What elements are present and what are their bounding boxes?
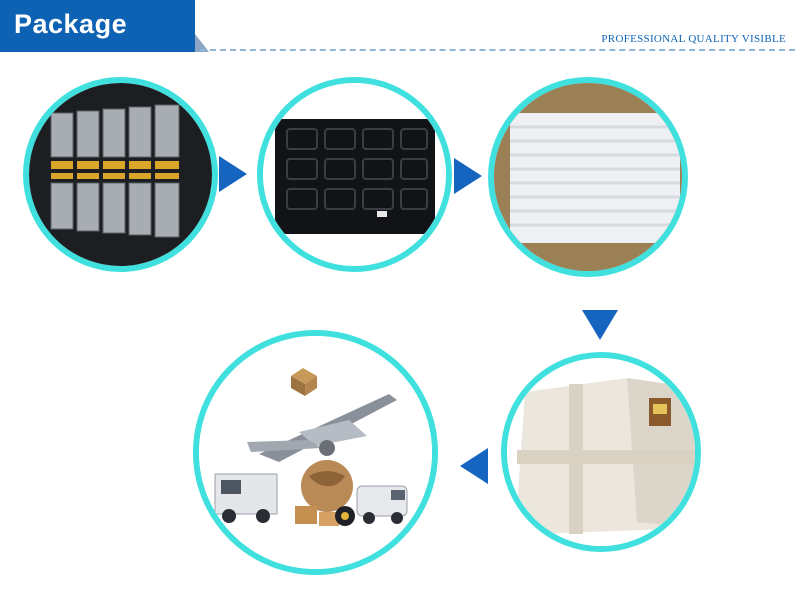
tagline: PROFESSIONAL QUALITY VISIBLE xyxy=(601,33,786,45)
plastic-tray-photo-icon xyxy=(263,83,446,266)
header-dashed-divider xyxy=(200,49,795,51)
shipping-logistics-photo-icon xyxy=(199,336,432,569)
header-fold-decoration xyxy=(195,34,209,52)
step-sealed-carton xyxy=(501,352,701,552)
arrow-right-icon xyxy=(454,158,482,194)
step-shipping-logistics xyxy=(193,330,438,575)
sealed-carton-photo-icon xyxy=(507,358,695,546)
step-plastic-tray xyxy=(257,77,452,272)
foam-box-photo-icon xyxy=(494,83,682,271)
step-foam-box xyxy=(488,77,688,277)
arrow-down-icon xyxy=(582,310,618,340)
header-banner xyxy=(0,0,195,52)
step-ssd-tray xyxy=(23,77,218,272)
arrow-right-icon xyxy=(219,156,247,192)
arrow-left-icon xyxy=(460,448,488,484)
ssd-tray-photo-icon xyxy=(29,83,212,266)
page-title: Package xyxy=(14,9,128,39)
